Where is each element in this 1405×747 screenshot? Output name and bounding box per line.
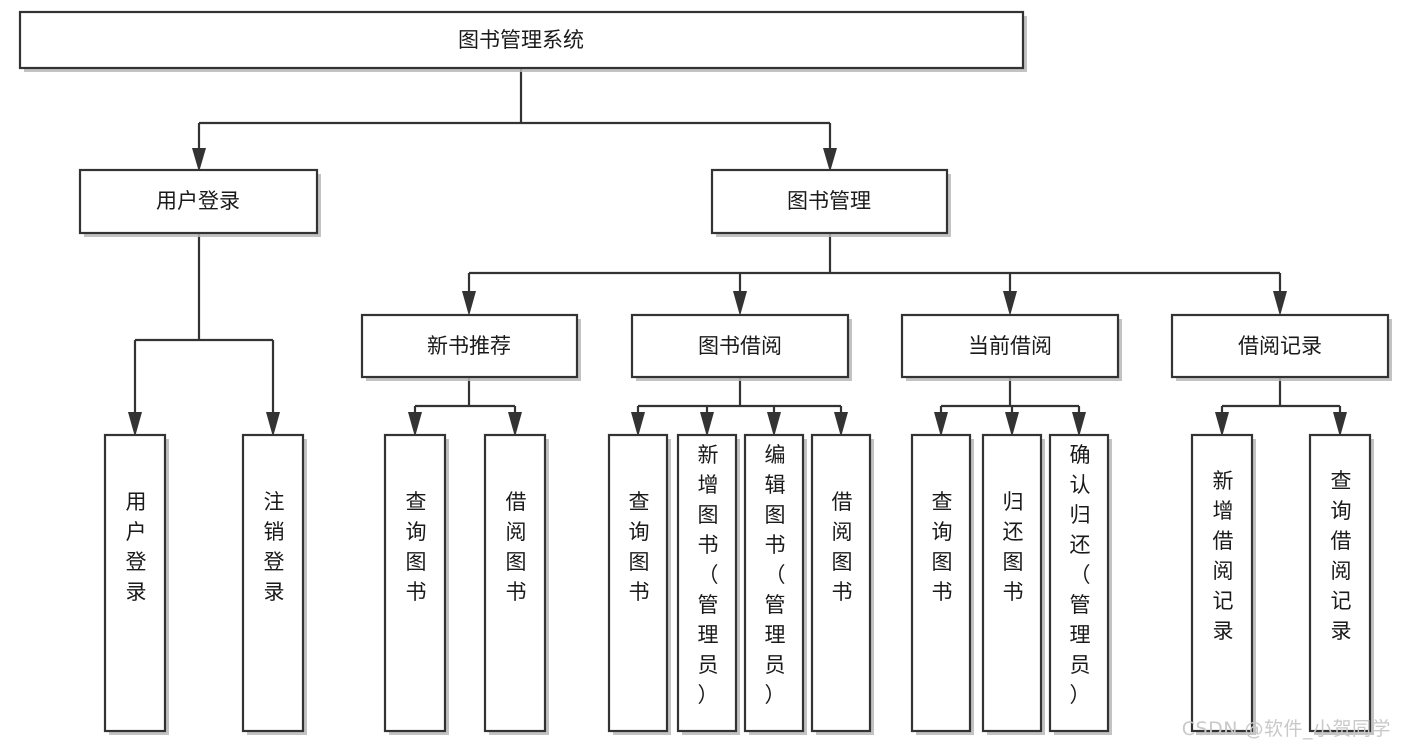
connector-book-manage-trunk [467,233,1282,303]
node-current-borrow[interactable]: 当前借阅 [900,313,1122,381]
node-book-manage-label: 图书管理 [787,189,871,213]
node-root[interactable]: 图书管理系统 [18,10,1027,72]
arrowhead-to-borrow-record [1273,291,1287,316]
node-leaf-rec-query-label: 查询图书 [406,490,427,604]
node-book-borrow-label: 图书借阅 [698,334,782,358]
node-user-login-label: 用户登录 [156,189,240,213]
node-leaf-br-query-label: 查询借阅记录 [1331,469,1352,643]
node-leaf-bb-add-label: 新增图书（管理员） [698,443,719,707]
connector-layer [128,68,1347,437]
node-leaf-br-add-label: 新增借阅记录 [1213,469,1234,643]
node-leaf-bb-add[interactable]: 新增图书（管理员） [676,433,740,735]
node-leaf-user-logout[interactable]: 注销登录 [241,433,307,735]
node-leaf-rec-query[interactable]: 查询图书 [383,433,449,735]
node-leaf-rec-borrow[interactable]: 借阅图书 [483,433,549,735]
arrowhead-to-current-borrow [1003,291,1017,316]
node-root-label: 图书管理系统 [458,28,584,52]
node-leaf-cb-confirm-label: 确认归还（管理员） [1070,443,1091,707]
node-leaf-cb-query-label: 查询图书 [932,490,953,604]
arrowhead-to-leaf-cb-confirm [1072,412,1086,437]
arrowhead-to-book-borrow [733,291,747,316]
connector-book-borrow-trunk [636,377,843,425]
arrowhead-to-leaf-user-login [128,412,142,437]
node-new-book-rec[interactable]: 新书推荐 [360,313,581,381]
node-leaf-bb-query-label: 查询图书 [629,490,650,604]
node-leaf-bb-borrow-label: 借阅图书 [832,490,853,604]
node-leaf-user-login-label: 用户登录 [126,490,147,604]
connector-borrow-record-trunk [1220,377,1342,425]
arrowhead-to-leaf-cb-query [934,412,948,437]
arrowhead-to-leaf-bb-add [700,412,714,437]
arrowhead-to-leaf-cb-return [1005,412,1019,437]
arrowhead-to-leaf-br-add [1215,412,1229,437]
arrowhead-to-leaf-rec-borrow [508,412,522,437]
connector-user-login-trunk [133,233,275,425]
node-leaf-cb-query[interactable]: 查询图书 [910,433,974,735]
node-user-login[interactable]: 用户登录 [78,168,321,237]
node-leaf-bb-borrow[interactable]: 借阅图书 [810,433,874,735]
node-book-borrow[interactable]: 图书借阅 [630,313,852,381]
node-new-book-rec-label: 新书推荐 [427,334,511,358]
node-leaf-bb-edit-label: 编辑图书（管理员） [765,443,786,707]
connector-root-trunk [197,68,832,160]
arrowhead-to-leaf-bb-borrow [834,412,848,437]
node-leaf-bb-query[interactable]: 查询图书 [607,433,671,735]
node-leaf-br-query[interactable]: 查询借阅记录 [1308,433,1374,735]
node-leaf-cb-return-label: 归还图书 [1003,490,1024,604]
connector-new-book-rec-trunk [413,377,517,425]
node-leaf-cb-confirm[interactable]: 确认归还（管理员） [1048,433,1112,735]
node-leaf-user-login[interactable]: 用户登录 [103,433,169,735]
arrowhead-to-user-login [192,148,206,172]
arrowhead-to-leaf-bb-query [631,412,645,437]
node-borrow-record-label: 借阅记录 [1238,334,1322,358]
arrowhead-to-new-book-rec [462,291,476,316]
node-borrow-record[interactable]: 借阅记录 [1170,313,1392,381]
node-book-manage[interactable]: 图书管理 [710,168,951,237]
arrowhead-to-leaf-bb-edit [767,412,781,437]
node-current-borrow-label: 当前借阅 [968,334,1052,358]
node-leaf-rec-borrow-label: 借阅图书 [506,490,527,604]
arrowhead-to-leaf-user-logout [266,412,280,437]
arrowhead-to-leaf-br-query [1333,412,1347,437]
node-leaf-cb-return[interactable]: 归还图书 [981,433,1045,735]
node-leaf-user-logout-label: 注销登录 [264,490,285,604]
node-layer: 图书管理系统 用户登录 图书管理 新书推荐 [18,10,1392,735]
node-leaf-br-add[interactable]: 新增借阅记录 [1190,433,1256,735]
arrowhead-to-leaf-rec-query [408,412,422,437]
arrowhead-to-book-manage [823,148,837,172]
node-leaf-bb-edit[interactable]: 编辑图书（管理员） [743,433,807,735]
